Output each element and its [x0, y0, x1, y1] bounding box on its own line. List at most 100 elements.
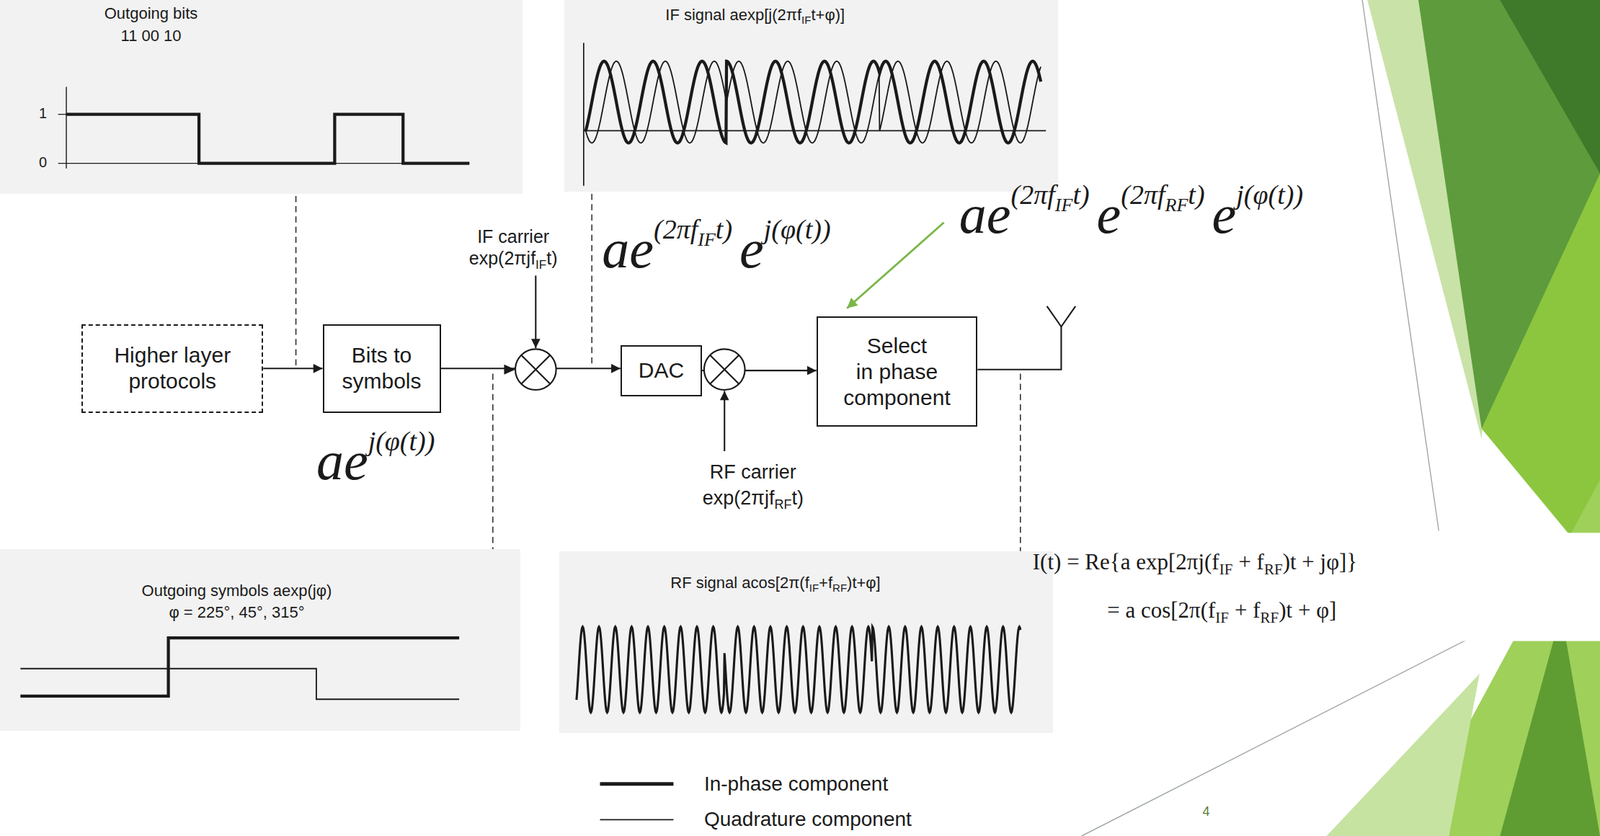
- carrier-arrow: [723, 390, 726, 452]
- signal-formula: aej(φ(t)): [316, 429, 436, 493]
- plot-title: RF signal acos[2π(fIF+fRF)t+φ]: [670, 573, 880, 592]
- in-phase-wave: [20, 637, 460, 697]
- carrier-label-part: RF carrier: [709, 461, 797, 483]
- theme-shape: [1499, 612, 1600, 836]
- signal-arrow: [263, 367, 323, 370]
- signal-formula-part: IF: [697, 229, 716, 251]
- arrow-head: [503, 364, 516, 375]
- dashed-leader: [296, 193, 1021, 552]
- carrier-label: IF carrier: [477, 226, 550, 248]
- box-label: Higher layer protocols: [100, 342, 245, 395]
- plot-title: Outgoing symbols aexp(jφ): [141, 581, 333, 600]
- plot-title: IF signal aexp[j(2πfIFt+φ)]: [665, 5, 845, 24]
- legend-group: [600, 784, 674, 821]
- page-number: 4: [1202, 804, 1210, 820]
- carrier-label: exp(2πjfRFt): [702, 487, 804, 510]
- plot-title-part: +f: [818, 573, 833, 592]
- mixer-cross: [709, 355, 739, 385]
- plot-title-part: RF: [832, 581, 847, 594]
- signal-formula-part: j(φ(t)): [1236, 179, 1304, 210]
- output-formula: I(t) = Re{a exp[2πj(fIF+ fRF)t + jφ]}: [1032, 549, 1358, 576]
- signal-formula-part: t): [1187, 179, 1205, 210]
- carrier-label-part: exp(2πjf: [702, 487, 775, 509]
- quadrature-wave: [585, 61, 1041, 143]
- mixer-symbol: [704, 348, 746, 390]
- carrier-arrow: [534, 275, 537, 349]
- signal-formula-part: j(φ(t)): [763, 214, 831, 245]
- output-formula-part: RF: [1264, 560, 1283, 579]
- theme-shape: [1481, 173, 1600, 572]
- signal-formula-part: t): [715, 214, 733, 245]
- plot-title: 11 00 10: [121, 26, 182, 45]
- axis-label-part: 1: [38, 105, 47, 122]
- converter-box: DAC: [620, 345, 702, 397]
- signal-formula-part: RF: [1165, 194, 1189, 216]
- protocol-box: Higher layer protocols: [81, 324, 264, 413]
- plot-axis: [65, 86, 67, 168]
- output-formula-part: + f: [1238, 549, 1265, 575]
- carrier-label-part: exp(2πjf: [469, 247, 536, 269]
- mixer-cross: [521, 355, 550, 385]
- theme-shape: [1499, 0, 1600, 174]
- plot-panel: [559, 551, 1053, 733]
- plot-title-part: IF: [801, 13, 811, 26]
- output-formula-part: )t + φ]: [1278, 597, 1337, 623]
- plot-title-part: φ = 225°, 45°, 315°: [168, 603, 305, 622]
- signal-formula-part: (2πf: [653, 214, 698, 245]
- signal-formula-part: ae: [316, 430, 369, 491]
- legend-sample: [600, 818, 674, 821]
- axis-tick: [58, 114, 67, 164]
- legend-label: Quadrature component: [704, 807, 912, 831]
- mixer-symbol: [515, 348, 557, 390]
- theme-line: [1362, 0, 1439, 532]
- plot-title-part: Outgoing bits: [104, 4, 199, 23]
- plot-title: Outgoing bits: [104, 4, 199, 23]
- carrier-label-part: t): [791, 487, 804, 509]
- signal-formula-part: (2πf: [1011, 179, 1056, 210]
- legend-label: In-phase component: [704, 772, 888, 796]
- carrier-label-part: IF: [535, 258, 547, 272]
- box-label: Select in phase component: [837, 332, 957, 411]
- output-formula-part: IF: [1219, 560, 1234, 579]
- signal-formula-part: j(φ(t)): [368, 425, 436, 457]
- plot-title-part: 11 00 10: [121, 26, 182, 45]
- signal-formula-part: ae: [959, 183, 1012, 245]
- theme-shape: [1326, 673, 1480, 836]
- carrier-label-part: t): [546, 247, 558, 269]
- signal-formula-part: IF: [1055, 194, 1074, 216]
- formula-panel: [1020, 532, 1600, 641]
- output-formula-part: RF: [1260, 609, 1280, 627]
- axis-label: 0: [38, 154, 47, 171]
- plot-axis: [583, 42, 1046, 186]
- plot-panel: [564, 0, 1059, 192]
- output-formula-part: I(t) = Re{a exp[2πj(f: [1032, 549, 1220, 575]
- carrier-label-part: RF: [774, 497, 792, 512]
- selector-box: Select in phase component: [816, 316, 979, 427]
- rf-wave: [576, 627, 1021, 713]
- plot-title-part: IF signal aexp[j(2πf: [665, 5, 802, 24]
- output-formula: = a cos[2π(fIF+ fRF)t + φ]: [1107, 597, 1337, 624]
- plot-panel: [0, 0, 523, 194]
- signal-formula-part: t): [1072, 179, 1090, 210]
- output-wire: [977, 326, 1061, 370]
- plot-title-part: t+φ)]: [810, 5, 845, 24]
- output-formula-part: + f: [1234, 597, 1261, 623]
- plot-title-part: IF: [809, 581, 819, 594]
- plot-title-part: Outgoing symbols aexp(jφ): [141, 581, 333, 600]
- signal-formula-part: e: [1096, 183, 1122, 245]
- output-formula-part: IF: [1215, 609, 1229, 627]
- bit-waveform: [66, 114, 470, 164]
- output-formula-part: )t + jφ]}: [1282, 549, 1358, 575]
- pointer-arrow: [846, 222, 945, 309]
- process-box: Bits to symbols: [322, 324, 442, 413]
- plot-title: φ = 225°, 45°, 315°: [168, 603, 305, 622]
- plot-title-part: RF signal acos[2π(f: [670, 573, 809, 592]
- signal-formula-part: e: [739, 218, 764, 279]
- signal-formula: ae(2πfIFt)e(2πfRFt)ej(φ(t)): [959, 183, 1304, 246]
- antenna-symbol: [1047, 306, 1077, 327]
- in-phase-wave: [585, 61, 1041, 143]
